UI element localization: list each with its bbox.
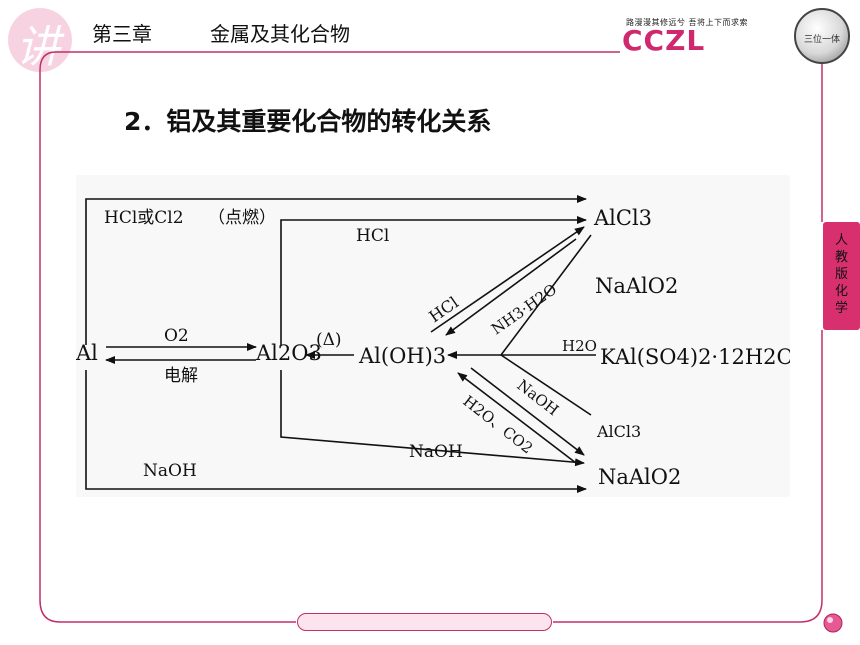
slide-heading: 2．铝及其重要化合物的转化关系 — [124, 107, 492, 136]
edge-aloh3-naalo2 — [470, 367, 585, 456]
side-tab[interactable] — [823, 222, 860, 330]
edge-al-alcl3 — [85, 195, 587, 345]
edge-naalo2-aloh3 — [457, 372, 577, 464]
slogan-text: 路漫漫其修远兮 吾将上下而求索 — [626, 18, 749, 27]
label-hcl-top: HCl — [356, 226, 389, 246]
chapter-title: 金属及其化合物 — [210, 22, 350, 46]
aluminum-conversion-diagram: Al Al2O3 Al(OH)3 AlCl3 NaAlO2 KAl(SO4)2·… — [76, 175, 790, 497]
label-naoh-bottom: NaOH — [143, 461, 197, 481]
side-tab-char: 版 — [834, 267, 848, 282]
node-kal: KAl(SO4)2·12H2O — [600, 345, 790, 369]
label-alcl3-small: AlCl3 — [596, 422, 641, 441]
side-tab-char: 教 — [834, 250, 848, 265]
side-tab-char: 人 — [834, 233, 848, 248]
node-naalo2-bottom: NaAlO2 — [598, 465, 681, 489]
edge-naalo2-merge — [500, 354, 592, 416]
edge-aloh3-alcl3 — [430, 226, 585, 333]
emblem-text: 三位一体 — [803, 35, 840, 45]
side-tab-char: 化 — [834, 284, 848, 299]
side-tab-label: 人 教 版 化 学 — [823, 232, 860, 317]
watermark-circle — [8, 8, 72, 72]
node-naalo2-top: NaAlO2 — [595, 274, 678, 298]
label-heat: (Δ) — [316, 330, 342, 350]
bottom-nav-bar[interactable] — [297, 613, 552, 631]
label-hcl-or-cl2: HCl或Cl2 — [104, 208, 184, 228]
label-ignite: （点燃） — [208, 208, 276, 228]
node-alcl3: AlCl3 — [593, 206, 652, 230]
label-naoh-mid: NaOH — [409, 442, 463, 462]
edge-al-naalo2 — [85, 370, 587, 493]
label-o2: O2 — [164, 326, 189, 346]
label-electrolysis: 电解 — [164, 366, 198, 386]
edge-alcl3-aloh3 — [445, 238, 577, 336]
node-al2o3: Al2O3 — [255, 341, 322, 365]
node-al: Al — [76, 341, 98, 365]
emblem-icon — [794, 8, 850, 64]
node-aloh3: Al(OH)3 — [358, 344, 446, 368]
edge-al2o3-naalo2 — [280, 370, 585, 467]
side-tab-char: 学 — [834, 301, 848, 316]
label-h2o-mid: H2O — [562, 337, 597, 355]
brand-logo: CCZL — [622, 24, 706, 57]
edge-al2o3-alcl3 — [280, 216, 587, 345]
edge-alcl3-merge — [500, 234, 592, 356]
chapter-label: 第三章 — [92, 22, 152, 46]
